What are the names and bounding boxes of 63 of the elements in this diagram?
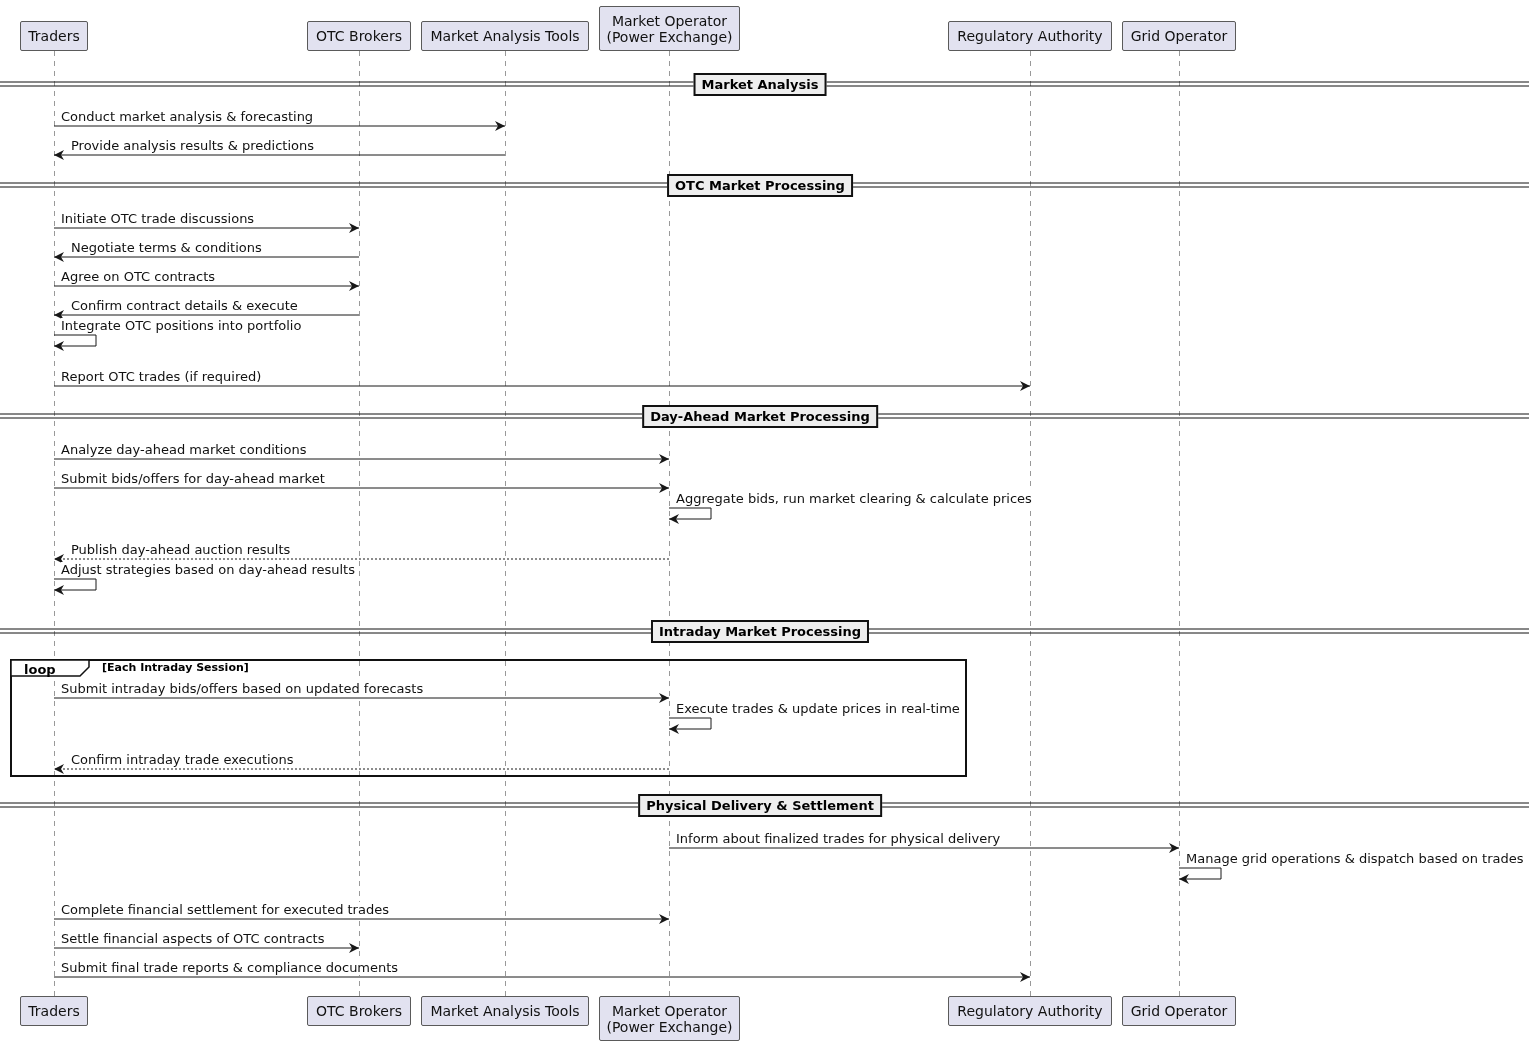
participant-box: Grid Operator — [1122, 21, 1236, 51]
message-arrow — [53, 554, 670, 564]
message-arrow — [53, 483, 670, 493]
participant-box: OTC Brokers — [307, 21, 411, 51]
message-arrow — [53, 281, 360, 291]
participant-box: OTC Brokers — [307, 996, 411, 1026]
message-arrow — [53, 150, 506, 160]
message-label: Manage grid operations & dispatch based on trades — [1186, 851, 1524, 866]
message-arrow — [668, 717, 712, 734]
message-arrow — [53, 454, 670, 464]
message-arrow — [53, 972, 1031, 982]
message-arrow — [668, 507, 712, 524]
message-arrow — [53, 693, 670, 703]
message-arrow — [53, 578, 97, 595]
message-arrow — [53, 334, 97, 351]
message-label: Complete financial settlement for executed trades — [61, 902, 389, 917]
message-label: Initiate OTC trade discussions — [61, 211, 255, 226]
section-divider-label: Day-Ahead Market Processing — [642, 405, 878, 428]
participant-box: Market Operator (Power Exchange) — [599, 6, 740, 51]
message-label: Negotiate terms & conditions — [71, 240, 262, 255]
message-arrow — [668, 843, 1180, 853]
message-label: Settle financial aspects of OTC contracts — [61, 931, 325, 946]
message-label: Analyze day-ahead market conditions — [61, 442, 307, 457]
message-label: Submit bids/offers for day-ahead market — [61, 471, 325, 486]
message-label: Integrate OTC positions into portfolio — [61, 318, 302, 333]
message-label: Confirm contract details & execute — [71, 298, 298, 313]
message-arrow — [53, 764, 670, 774]
message-label: Submit final trade reports & compliance documents — [61, 960, 399, 975]
participant-box: Regulatory Authority — [948, 996, 1112, 1026]
participant-box: Market Operator (Power Exchange) — [599, 996, 740, 1041]
participant-box: Grid Operator — [1122, 996, 1236, 1026]
message-arrow — [53, 381, 1031, 391]
message-label: Conduct market analysis & forecasting — [61, 109, 314, 124]
message-label: Adjust strategies based on day-ahead results — [61, 562, 355, 577]
section-divider-label: Intraday Market Processing — [651, 620, 869, 643]
message-arrow — [53, 252, 360, 262]
message-label: Confirm intraday trade executions — [71, 752, 294, 767]
participant-box: Regulatory Authority — [948, 21, 1112, 51]
participant-box: Market Analysis Tools — [421, 21, 589, 51]
participant-box: Market Analysis Tools — [421, 996, 589, 1026]
message-arrow — [53, 121, 506, 131]
message-label: Agree on OTC contracts — [61, 269, 216, 284]
message-label: Provide analysis results & predictions — [71, 138, 315, 153]
message-label: Report OTC trades (if required) — [61, 369, 262, 384]
participant-box: Traders — [20, 996, 88, 1026]
message-label: Publish day-ahead auction results — [71, 542, 291, 557]
loop-tag: loop — [10, 659, 90, 677]
lifeline — [1177, 51, 1181, 996]
message-arrow — [53, 914, 670, 924]
message-label: Execute trades & update prices in real-time — [676, 701, 960, 716]
message-arrow — [1178, 867, 1222, 884]
lifeline — [503, 51, 507, 996]
section-divider-label: OTC Market Processing — [667, 174, 853, 197]
message-label: Inform about finalized trades for physical delivery — [676, 831, 1001, 846]
message-arrow — [53, 223, 360, 233]
message-label: Aggregate bids, run market clearing & calculate prices — [676, 491, 1032, 506]
participant-box: Traders — [20, 21, 88, 51]
message-label: Submit intraday bids/offers based on updated forecasts — [61, 681, 424, 696]
message-arrow — [53, 310, 360, 320]
section-divider-label: Market Analysis — [693, 73, 827, 96]
section-divider-label: Physical Delivery & Settlement — [638, 794, 882, 817]
message-arrow — [53, 943, 360, 953]
loop-condition: [Each Intraday Session] — [102, 661, 249, 674]
